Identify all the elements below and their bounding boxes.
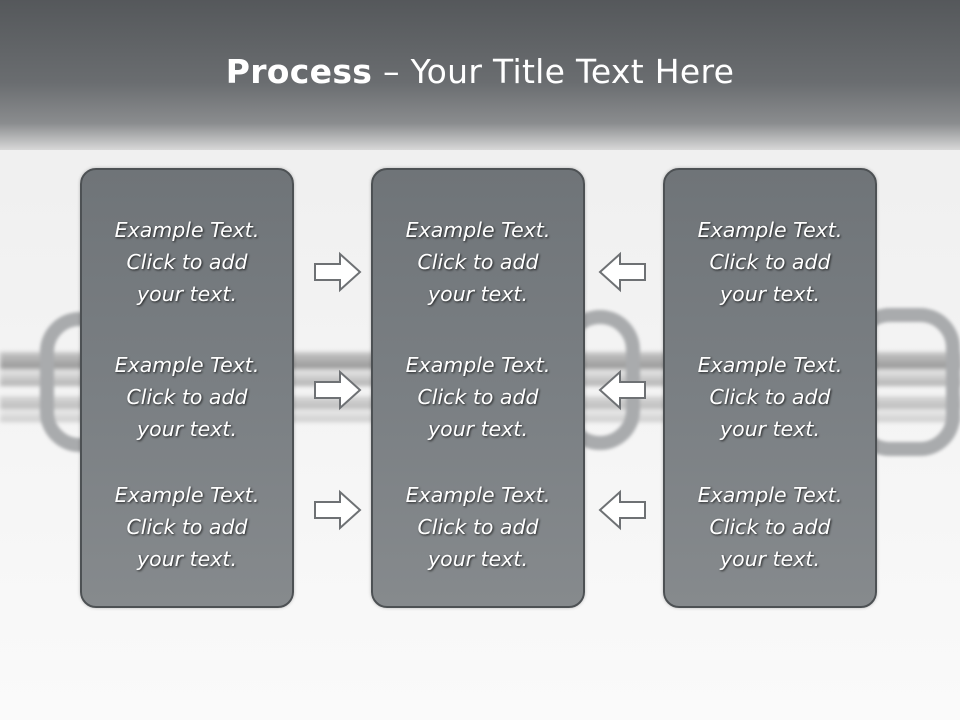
process-box-left[interactable]: Example Text. Click to add your text. Ex…	[80, 168, 294, 608]
slide-title[interactable]: Process – Your Title Text Here	[0, 52, 960, 91]
text-block[interactable]: Example Text. Click to add your text.	[82, 479, 292, 575]
right-arrow-icon	[314, 251, 362, 293]
text-line: Click to add	[126, 385, 248, 409]
left-arrow-icon	[598, 251, 646, 293]
text-line: Example Text.	[405, 218, 551, 242]
text-line: your text.	[428, 417, 528, 441]
text-line: your text.	[720, 547, 820, 571]
text-line: your text.	[428, 547, 528, 571]
text-line: Click to add	[709, 515, 831, 539]
text-block[interactable]: Example Text. Click to add your text.	[665, 214, 875, 310]
left-arrow-icon	[598, 369, 646, 411]
text-line: Example Text.	[697, 218, 843, 242]
text-line: Example Text.	[114, 483, 260, 507]
text-line: your text.	[137, 282, 237, 306]
text-block[interactable]: Example Text. Click to add your text.	[373, 214, 583, 310]
text-line: Example Text.	[405, 483, 551, 507]
text-line: Click to add	[126, 515, 248, 539]
text-block[interactable]: Example Text. Click to add your text.	[82, 349, 292, 445]
text-block[interactable]: Example Text. Click to add your text.	[665, 479, 875, 575]
text-block[interactable]: Example Text. Click to add your text.	[373, 479, 583, 575]
text-line: Example Text.	[697, 483, 843, 507]
process-box-center[interactable]: Example Text. Click to add your text. Ex…	[371, 168, 585, 608]
text-line: Click to add	[417, 515, 539, 539]
text-line: Click to add	[417, 385, 539, 409]
text-block[interactable]: Example Text. Click to add your text.	[82, 214, 292, 310]
title-band	[0, 0, 960, 150]
text-line: Example Text.	[114, 218, 260, 242]
text-line: Example Text.	[697, 353, 843, 377]
process-box-right[interactable]: Example Text. Click to add your text. Ex…	[663, 168, 877, 608]
text-line: Click to add	[417, 250, 539, 274]
text-block[interactable]: Example Text. Click to add your text.	[373, 349, 583, 445]
text-line: your text.	[137, 547, 237, 571]
text-line: your text.	[428, 282, 528, 306]
text-line: Example Text.	[114, 353, 260, 377]
right-arrow-icon	[314, 369, 362, 411]
text-line: your text.	[137, 417, 237, 441]
text-line: Click to add	[126, 250, 248, 274]
text-block[interactable]: Example Text. Click to add your text.	[665, 349, 875, 445]
text-line: Click to add	[709, 250, 831, 274]
title-rest: – Your Title Text Here	[372, 52, 735, 91]
title-bold: Process	[225, 52, 373, 91]
right-arrow-icon	[314, 489, 362, 531]
left-arrow-icon	[598, 489, 646, 531]
text-line: Example Text.	[405, 353, 551, 377]
text-line: Click to add	[709, 385, 831, 409]
text-line: your text.	[720, 417, 820, 441]
text-line: your text.	[720, 282, 820, 306]
